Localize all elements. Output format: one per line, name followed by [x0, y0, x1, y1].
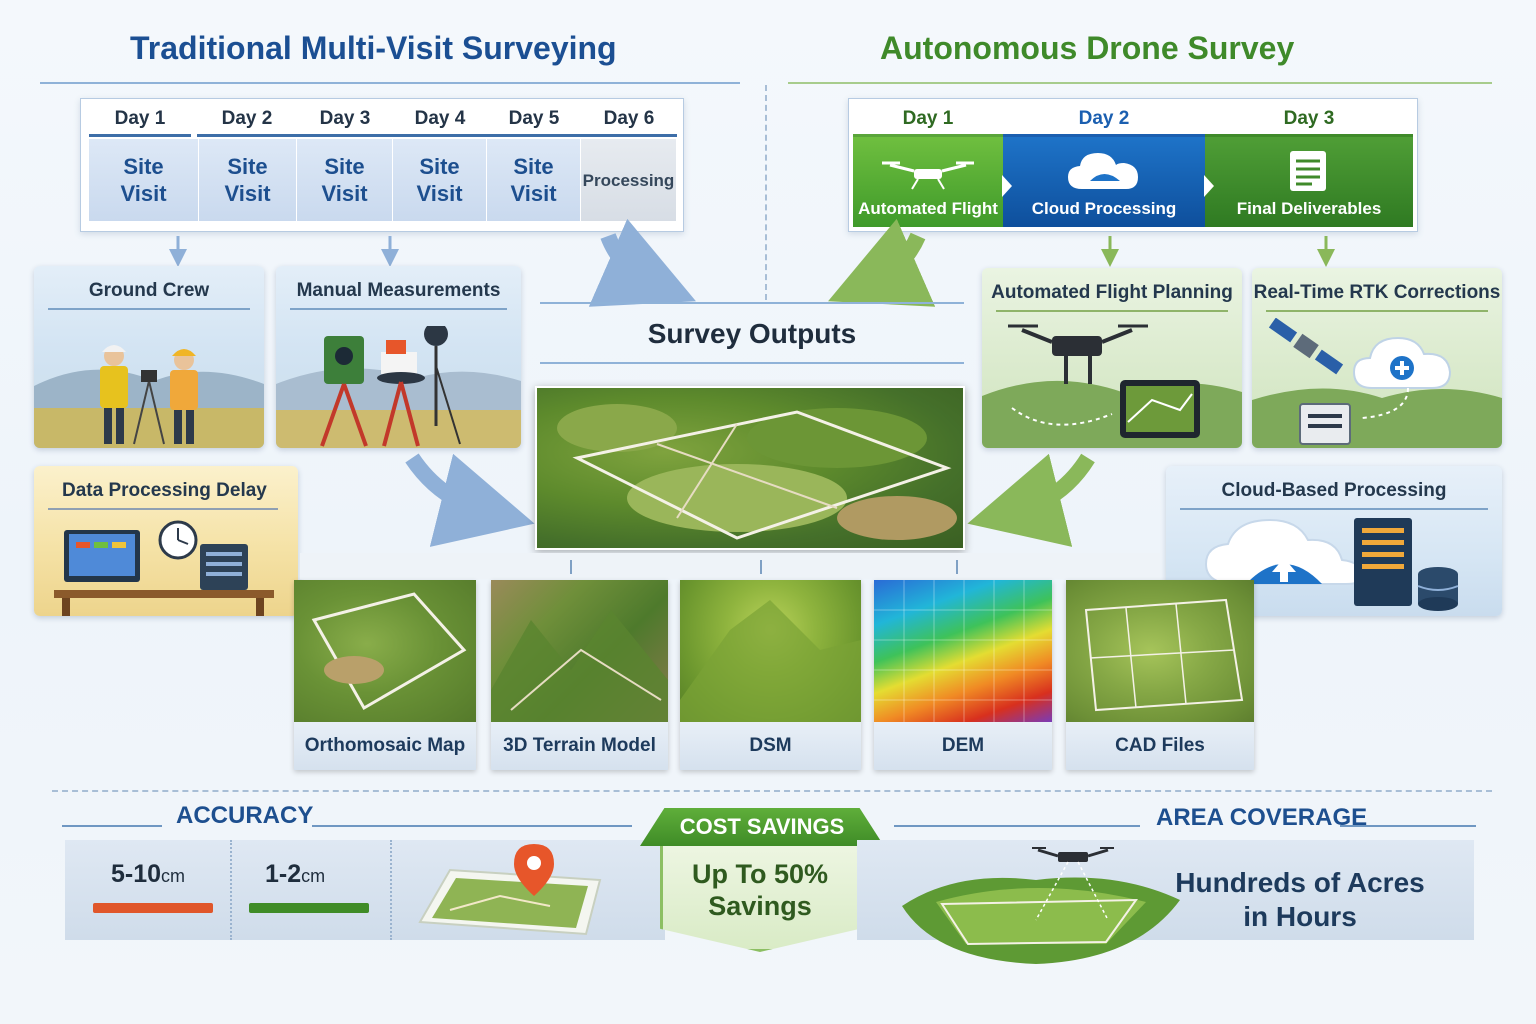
cad-image [1066, 580, 1254, 722]
curved-arrow-icon [588, 218, 696, 307]
office-computer-illustration [54, 520, 274, 616]
ground-crew-title: Ground Crew [88, 280, 210, 301]
traditional-title-rule [40, 82, 740, 84]
output-3d-terrain: 3D Terrain Model [491, 580, 668, 770]
output-dem: DEM [874, 580, 1052, 770]
dsm-label: DSM [680, 722, 861, 770]
ground-crew-panel: Ground Crew [34, 266, 264, 448]
outputs-connector [300, 553, 1160, 579]
output-cad: CAD Files [1066, 580, 1254, 770]
data-processing-delay-panel: Data Processing Delay [34, 466, 298, 616]
drone-cell-label-cloud: Cloud Processing [1031, 199, 1177, 218]
map-pin-illustration [418, 844, 602, 936]
accuracy-traditional-bar [93, 903, 213, 913]
aerial-site-image [535, 386, 965, 550]
drone-cell-final-deliverables: Final Deliverables [1205, 137, 1413, 227]
cost-savings-badge: COST SAVINGS Up To 50% Savings [640, 808, 884, 952]
drone-cell-cloud-processing: Cloud Processing [1003, 137, 1205, 227]
cloud-icon [1068, 153, 1138, 189]
total-station-illustration [276, 326, 521, 448]
orthomosaic-image [294, 580, 476, 722]
cad-label: CAD Files [1066, 722, 1254, 770]
drone-field-illustration [902, 847, 1180, 964]
trad-day-4: Day 4 [393, 103, 487, 137]
accuracy-traditional: 5-10cm [111, 860, 186, 888]
drone-cell-label-flight: Automated Flight [858, 199, 998, 218]
drone-title: Autonomous Drone Survey [880, 30, 1295, 66]
trad-day-5: Day 5 [487, 103, 581, 137]
orthomosaic-label: Orthomosaic Map [294, 722, 476, 770]
data-processing-delay-title: Data Processing Delay [62, 480, 267, 501]
traditional-title: Traditional Multi-Visit Surveying [130, 30, 617, 66]
dsm-image [680, 580, 861, 722]
bottom-divider [52, 790, 1492, 792]
hard-hat-icon [100, 345, 198, 445]
terrain-model-image [491, 580, 668, 722]
rtk-corrections-panel: Real-Time RTK Corrections [1252, 268, 1502, 448]
dem-image [874, 580, 1052, 722]
trad-cell-processing: Processing [581, 139, 677, 221]
curved-arrow-icon [405, 453, 535, 547]
trad-day-6: Day 6 [581, 103, 677, 137]
chevron-right-icon [1002, 175, 1012, 197]
drone-day-3: Day 3 [1205, 103, 1413, 137]
cloud-server-illustration [1204, 518, 1459, 611]
accuracy-box: 5-10cm 1-2cm [65, 840, 665, 940]
cloud-based-processing-title: Cloud-Based Processing [1221, 480, 1447, 501]
accuracy-drone-bar [249, 903, 369, 913]
curved-arrow-icon [967, 453, 1095, 547]
accuracy-heading: ACCURACY [176, 802, 314, 829]
drone-timeline: Day 1 Day 2 Day 3 Automated Flight Cloud… [848, 98, 1418, 232]
rtk-corrections-title: Real-Time RTK Corrections [1253, 282, 1501, 303]
area-coverage-text: Hundreds of Acres in Hours [1175, 867, 1425, 932]
trad-day-3: Day 3 [297, 103, 393, 137]
manual-measurements-panel: Manual Measurements [276, 266, 521, 448]
drone-icon [882, 161, 974, 190]
drone-icon [1058, 852, 1088, 862]
output-dsm: DSM [680, 580, 861, 770]
drone-title-rule [788, 82, 1492, 84]
satellite-cloud-illustration [1252, 318, 1502, 448]
drone-day-2: Day 2 [1003, 103, 1205, 137]
drone-day-1: Day 1 [853, 103, 1003, 137]
accuracy-drone: 1-2cm [265, 860, 326, 888]
center-divider [765, 85, 767, 300]
terrain-model-label: 3D Terrain Model [491, 722, 668, 770]
chevron-right-icon [1204, 175, 1214, 197]
drone-cell-automated-flight: Automated Flight [853, 137, 1003, 227]
cost-savings-text: Up To 50% Savings [691, 859, 828, 921]
upload-arrow-icon [1272, 558, 1296, 582]
automated-flight-planning-title: Automated Flight Planning [991, 282, 1233, 303]
trad-day-2: Day 2 [197, 103, 297, 137]
drone-tablet-illustration [982, 324, 1242, 448]
drone-cell-label-deliverables: Final Deliverables [1236, 199, 1382, 218]
dem-label: DEM [874, 722, 1052, 770]
traditional-timeline: Day 1 Day 2 Day 3 Day 4 Day 5 Day 6 Site… [80, 98, 684, 232]
surveyors-illustration [34, 345, 264, 448]
area-coverage-heading: AREA COVERAGE [1156, 804, 1368, 831]
survey-outputs-title: Survey Outputs [647, 318, 857, 349]
satellite-icon [1268, 318, 1344, 375]
output-orthomosaic: Orthomosaic Map [294, 580, 476, 770]
drone-icon [1052, 336, 1102, 356]
document-icon [1290, 151, 1326, 191]
trad-day-1: Day 1 [89, 103, 191, 137]
curved-arrow-icon [828, 218, 936, 307]
automated-flight-planning-panel: Automated Flight Planning [982, 268, 1242, 448]
cost-savings-heading: COST SAVINGS [640, 808, 884, 846]
manual-measurements-title: Manual Measurements [296, 280, 501, 301]
